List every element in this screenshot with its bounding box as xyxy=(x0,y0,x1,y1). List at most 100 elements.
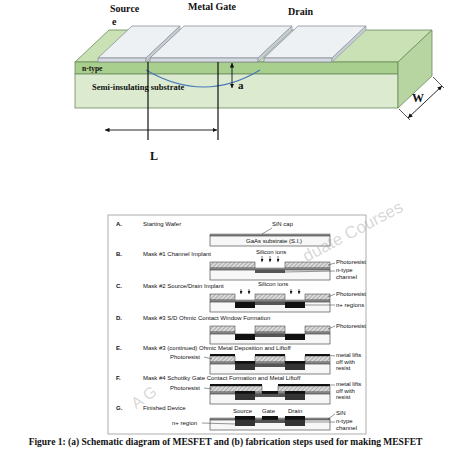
step-title: Mask #3 (continued) Ohmic Metal Depositi… xyxy=(143,345,291,352)
metal-layer xyxy=(210,354,235,356)
gate-contact xyxy=(150,58,258,62)
step-title: Mask #4 Schottky Gate Contact Formation … xyxy=(143,375,300,382)
part-label: Gate xyxy=(262,408,275,415)
figure-caption: Figure 1: (a) Schematic diagram of MESFE… xyxy=(4,437,447,448)
gaas-wafer xyxy=(210,394,330,404)
part-label: Photoresist xyxy=(336,323,366,330)
ion-arrow xyxy=(241,289,242,294)
step-title: Mask #1 Channel Implant xyxy=(143,251,211,258)
leader-line xyxy=(304,305,335,306)
layer-label: Semi-insulating substrate xyxy=(92,83,184,92)
part-label: Source xyxy=(233,408,252,415)
photoresist xyxy=(210,294,235,300)
leader-line xyxy=(328,355,335,356)
n-channel xyxy=(255,420,285,423)
step-letter: D. xyxy=(116,315,122,322)
ion-arrow xyxy=(262,256,263,262)
leader-line xyxy=(328,294,335,297)
metal-layer xyxy=(305,354,330,356)
gaas-wafer xyxy=(210,364,330,374)
leader-line xyxy=(262,228,272,234)
n-plus-region xyxy=(235,364,255,370)
metal-layer xyxy=(210,384,262,386)
mesfet-3d xyxy=(75,26,444,140)
leader-line xyxy=(328,385,335,386)
dimension-line xyxy=(217,62,218,140)
dimension-arrow xyxy=(105,130,217,131)
extension-line xyxy=(433,77,444,88)
dimension-label: a xyxy=(238,79,244,91)
part-label: GaAs substrate (S.I.) xyxy=(246,238,302,245)
sin-cap xyxy=(210,234,330,236)
layer-label: n-type xyxy=(82,65,102,73)
step-title: Starting Wafer xyxy=(143,221,181,228)
ion-arrow xyxy=(278,256,279,262)
ion-arrow xyxy=(249,289,250,294)
photoresist xyxy=(255,356,285,362)
part-label: n+ regions xyxy=(336,302,364,309)
step-title: Mask #3 S/D Ohmic Contact Window Formati… xyxy=(143,315,270,322)
ion-arrow xyxy=(299,289,300,294)
metal-layer xyxy=(278,384,330,386)
ion-arrow xyxy=(270,256,271,262)
photoresist xyxy=(305,326,330,332)
source-contact xyxy=(98,58,146,62)
metal-layer xyxy=(255,354,285,356)
n-type-layer xyxy=(75,62,398,74)
photoresist xyxy=(210,356,235,362)
gaas-wafer xyxy=(210,334,330,344)
n-channel xyxy=(255,270,285,273)
leader-line xyxy=(284,271,335,272)
part-label: n-type channel xyxy=(336,267,364,280)
leader-line xyxy=(328,326,335,329)
photoresist xyxy=(255,326,285,332)
drain-contact xyxy=(332,26,366,62)
part-label: Drain xyxy=(288,408,302,415)
part-label: Drain xyxy=(288,6,313,17)
part-label: Photoresist xyxy=(336,259,366,266)
gaas-wafer xyxy=(210,302,330,312)
part-label: Metal Gate xyxy=(188,1,236,12)
step-letter: E. xyxy=(116,345,122,352)
dimension-line xyxy=(147,62,148,140)
n-plus-region xyxy=(235,394,255,400)
step-title: Finished Device xyxy=(143,405,186,412)
n-channel xyxy=(255,334,285,337)
dimension-arrow xyxy=(408,86,442,118)
n-plus-region xyxy=(285,302,305,308)
leader-line xyxy=(204,357,212,359)
part-label: Photoresist xyxy=(170,354,200,361)
drain-contact xyxy=(264,58,332,62)
part-label: e xyxy=(112,16,116,27)
substrate-front xyxy=(75,74,398,108)
leader-line xyxy=(328,263,335,265)
part-label: n+ region xyxy=(172,420,197,427)
step-letter: F. xyxy=(116,375,121,382)
leader-line xyxy=(204,388,212,389)
dimension-label: W xyxy=(412,92,424,105)
photoresist xyxy=(210,326,235,332)
n-channel xyxy=(255,394,285,397)
step-letter: B. xyxy=(116,251,122,258)
drain-metal xyxy=(285,416,305,420)
n-plus-region xyxy=(285,334,305,340)
part-label: Silicon ions xyxy=(256,249,286,256)
step-letter: C. xyxy=(116,283,122,290)
gate-metal xyxy=(262,416,278,420)
leader-line xyxy=(328,414,335,419)
part-label: metal lifts off with resist xyxy=(336,381,365,401)
part-label: Silicon ions xyxy=(258,281,288,288)
n-plus-region xyxy=(285,394,305,400)
part-label: Photoresist xyxy=(336,291,366,298)
ohmic-metal xyxy=(285,361,305,364)
n-plus-region xyxy=(235,420,255,426)
part-label: n-type channel xyxy=(336,418,364,431)
n-plus-region xyxy=(285,364,305,370)
part-label: metal lifts off with resist xyxy=(336,352,365,372)
ohmic-metal xyxy=(235,361,255,364)
ion-arrow xyxy=(291,289,292,294)
n-channel xyxy=(255,302,285,305)
ohmic-metal xyxy=(285,391,305,394)
n-plus-region xyxy=(235,334,255,340)
